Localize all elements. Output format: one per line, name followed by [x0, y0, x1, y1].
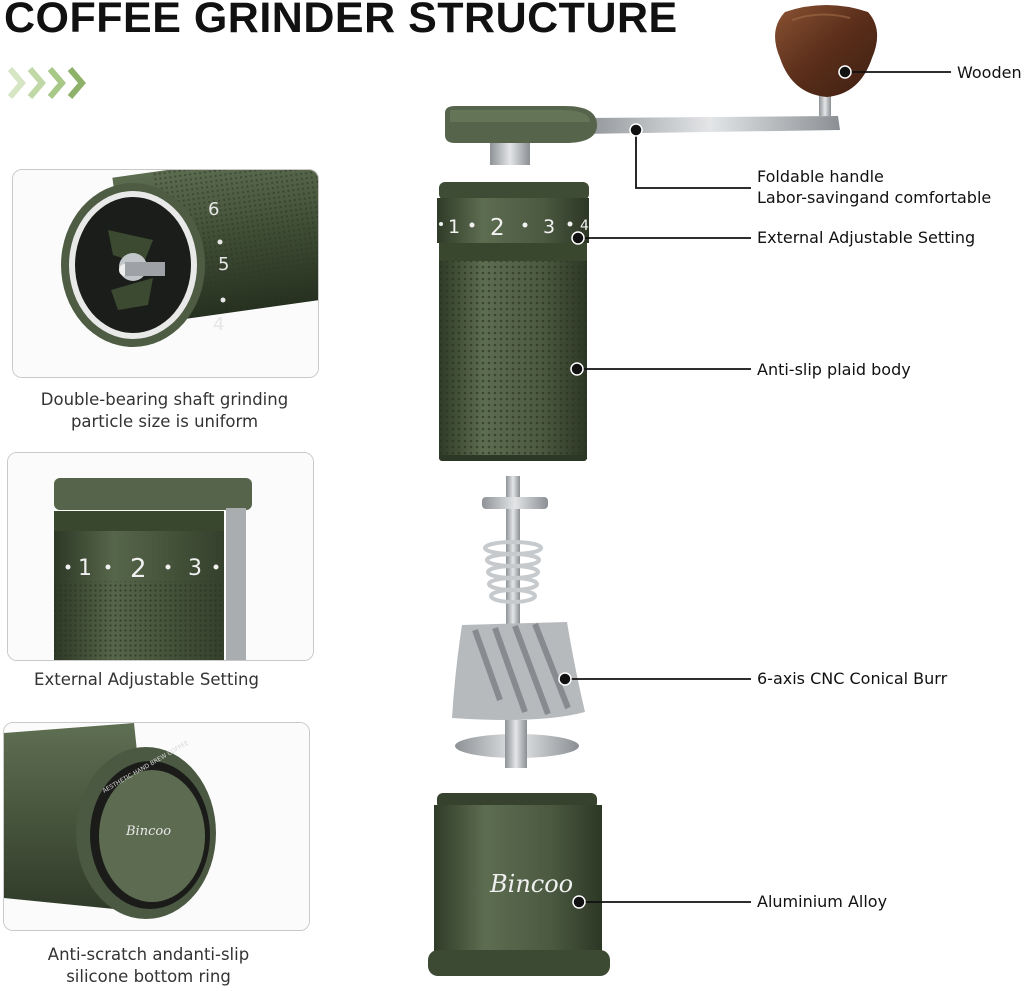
chevron-arrows-icon [8, 67, 86, 99]
cup-logo: Bincoo [489, 870, 573, 898]
caption-bottom-line1: Anti-scratch andanti-slip [47, 945, 250, 964]
label-setting: External Adjustable Setting [757, 228, 976, 247]
dial-number-3: 3 [188, 556, 202, 581]
dial-number-1: 1 [78, 556, 92, 581]
dial-number-2: 2 [130, 554, 147, 584]
wooden-knob [775, 5, 878, 116]
page-title: COFFEE GRINDER STRUCTURE [4, 0, 678, 42]
burr-assembly [452, 476, 585, 768]
grinder-bottom-photo: Bincoo AESTHETIC HAND BREW COFFEE [4, 723, 309, 930]
panel-burr-view: 4 5 6 [12, 169, 319, 378]
main-dial-4: 4 [580, 218, 589, 234]
label-alloy: Aluminium Alloy [757, 892, 888, 911]
dial-number-6: 6 [208, 199, 219, 220]
caption-bottom-line2: silicone bottom ring [66, 967, 231, 986]
main-dial-2: 2 [490, 215, 505, 241]
panel-adjustable-setting: 1 2 3 [7, 452, 314, 661]
label-wooden: Wooden [957, 63, 1022, 82]
main-dial-3: 3 [543, 216, 555, 238]
spring [483, 540, 543, 604]
label-handle-line1: Foldable handle [757, 167, 884, 186]
label-handle: Foldable handle Labor-savingand comforta… [757, 166, 991, 208]
caption-setting: External Adjustable Setting [34, 670, 259, 689]
grinder-setting-photo: 1 2 3 [8, 453, 313, 660]
label-burr: 6-axis CNC Conical Burr [757, 669, 948, 688]
caption-bottom-ring: Anti-scratch andanti-slip silicone botto… [0, 944, 297, 988]
label-body: Anti-slip plaid body [757, 360, 911, 379]
grinder-upper-body: 1 2 3 4 [437, 182, 589, 461]
label-handle-line2: Labor-savingand comfortable [757, 188, 992, 207]
caption-burr-line1: Double-bearing shaft grinding [40, 390, 289, 409]
foldable-handle [445, 106, 840, 165]
grinder-burr-photo: 4 5 6 [13, 170, 318, 377]
caption-burr-line2: particle size is uniform [70, 412, 259, 431]
logo-script: Bincoo [125, 824, 171, 839]
main-dial-1: 1 [448, 216, 460, 238]
dial-number-4: 4 [213, 314, 224, 335]
dial-number-5: 5 [218, 254, 229, 275]
catch-cup: Bincoo [428, 793, 610, 976]
caption-burr: Double-bearing shaft grinding particle s… [12, 389, 317, 433]
panel-bottom-ring: Bincoo AESTHETIC HAND BREW COFFEE [3, 722, 310, 931]
